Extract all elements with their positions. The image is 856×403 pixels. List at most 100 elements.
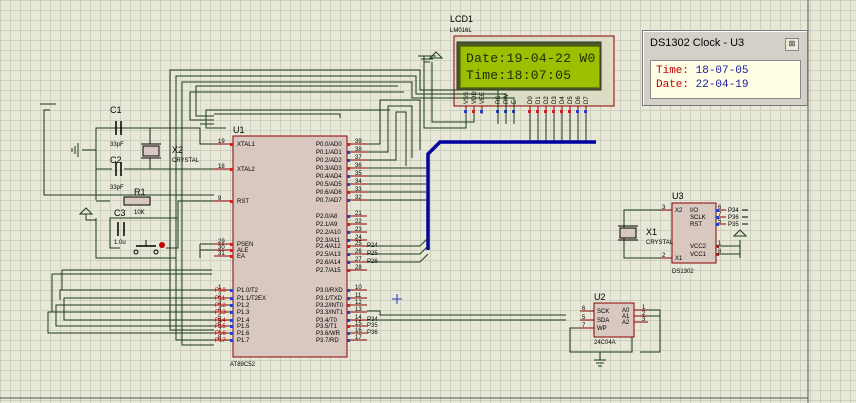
lcd-pin-label: D6	[576, 96, 582, 104]
pin-state-dot	[716, 223, 719, 226]
ds1302-clock-popup[interactable]: DS1302 Clock - U3 ⊠ Time: 18-07-05 Date:…	[642, 30, 808, 106]
pin-state-dot	[347, 231, 350, 234]
crystal-x1[interactable]: X1 CRYSTAL	[618, 225, 674, 246]
pin-state-dot	[230, 339, 233, 342]
pin-state-dot	[230, 200, 233, 203]
mcu-pin-number: 24	[355, 235, 362, 241]
pin-state-dot	[347, 199, 350, 202]
mcu-net-label: P16	[215, 331, 226, 337]
u2-pin-name: A2	[622, 320, 630, 326]
pin-state-dot	[230, 255, 233, 258]
mcu-pin-name: P2.5/A13	[316, 252, 341, 258]
pin-state-dot	[230, 304, 233, 307]
u3-net-label: P34	[728, 208, 739, 214]
resistor-r1[interactable]: R1 10K	[123, 187, 151, 216]
close-icon[interactable]: ⊠	[785, 38, 799, 51]
crystal-x2[interactable]: X2 CRYSTAL	[141, 143, 200, 164]
x2-value: CRYSTAL	[172, 158, 200, 164]
mcu-pin-name: P3.3/INT1	[316, 310, 344, 316]
capacitor-c1[interactable]: C1 33pF	[110, 105, 124, 148]
lcd-pin-label: RW	[504, 94, 510, 104]
mcu-pin-name: P3.5/T1	[316, 324, 338, 330]
mcu-pin-number: 25	[355, 241, 362, 247]
lcd-line-1: Date:19-04-22 W0	[466, 51, 596, 66]
mcu-pin-name: P2.6/A14	[316, 260, 341, 266]
mcu-pin-name: P1.1/T2EX	[237, 296, 266, 302]
pin-state-dot	[347, 253, 350, 256]
lcd-pin-label: VDD	[472, 91, 478, 104]
u2-pin-number: 6	[582, 306, 586, 312]
mcu-pin-name: P1.6	[237, 331, 250, 337]
pin-state-dot	[347, 167, 350, 170]
mcu-pin-number: 9	[218, 196, 222, 202]
pin-state-dot	[347, 269, 350, 272]
pin-state-dot	[347, 325, 350, 328]
pin-state-dot	[347, 183, 350, 186]
mcu-pin-number: 16	[355, 328, 362, 334]
mcu-pin-number: 23	[355, 227, 362, 233]
lcd-ref: LCD1	[450, 14, 473, 24]
mcu-pin-number: 13	[355, 307, 362, 313]
pin-state-dot	[347, 311, 350, 314]
mcu-pin-number: 35	[355, 171, 362, 177]
u2-pin-name: A1	[622, 314, 630, 320]
u3-pin-number: 2	[662, 253, 666, 259]
mcu-pin-number: 15	[355, 321, 362, 327]
reset-button[interactable]	[133, 240, 165, 255]
mcu-net-label: P15	[215, 324, 226, 330]
mcu-pin-name: P2.3/A11	[316, 238, 341, 244]
mcu-pin-name: XTAL2	[237, 167, 256, 173]
pin-state-dot	[347, 239, 350, 242]
u3-pin-name: SCLK	[690, 215, 706, 221]
mcu-pin-number: 34	[355, 179, 362, 185]
u2-pin-number: 5	[582, 315, 586, 321]
lcd-part: LM016L	[450, 28, 472, 34]
capacitor-c2[interactable]: C2 33pF	[110, 155, 124, 191]
date-label: Date:	[656, 79, 690, 91]
pin-state-dot	[230, 325, 233, 328]
mcu-pin-number: 32	[355, 195, 362, 201]
pin-state-dot	[347, 143, 350, 146]
popup-date-row: Date: 22-04-19	[656, 79, 748, 91]
lcd-pin-label: D7	[584, 96, 590, 104]
mcu-pin-number: 17	[355, 335, 362, 341]
capacitor-c3[interactable]: C3 1.0u	[114, 208, 126, 246]
popup-display: Time: 18-07-05 Date: 22-04-19	[650, 60, 801, 99]
mcu-pin-number: 2	[218, 293, 222, 299]
mcu-pin-name: P0.1/AD1	[316, 150, 342, 156]
mcu-pin-number: 26	[355, 249, 362, 255]
mcu-pin-name: XTAL1	[237, 142, 256, 148]
u3-pin-number: 8	[718, 249, 722, 255]
popup-time-row: Time: 18-07-05	[656, 65, 748, 77]
pin-state-dot	[347, 191, 350, 194]
data-bus	[426, 140, 596, 250]
mcu-pin-number: 30	[218, 245, 225, 251]
pin-state-dot	[347, 261, 350, 264]
mcu-net-label: P10	[215, 288, 226, 294]
u3-pin-number: 1	[718, 241, 722, 247]
u3-ref: U3	[672, 191, 684, 201]
mcu-pin-name: P0.2/AD2	[316, 158, 342, 164]
c1-value: 33pF	[110, 142, 124, 148]
mcu-net-label: P13	[215, 310, 226, 316]
time-value: 18-07-05	[695, 65, 749, 77]
pin-state-dot	[230, 332, 233, 335]
pin-state-dot	[347, 223, 350, 226]
pin-state-dot	[347, 151, 350, 154]
u3-pin-name: VCC2	[690, 244, 707, 250]
pin-state-dot	[230, 289, 233, 292]
mcu-pin-name: P1.5	[237, 324, 250, 330]
mcu-pin-name: P2.1/A9	[316, 222, 338, 228]
mcu-pin-name: P0.6/AD6	[316, 190, 342, 196]
lcd-line-2: Time:18:07:05	[466, 68, 572, 83]
mcu-pin-name: P3.1/TXD	[316, 296, 343, 302]
u2-pin-name: WP	[597, 326, 607, 332]
pin-state-dot	[230, 297, 233, 300]
mcu-pin-name: P3.7/RD	[316, 338, 339, 344]
